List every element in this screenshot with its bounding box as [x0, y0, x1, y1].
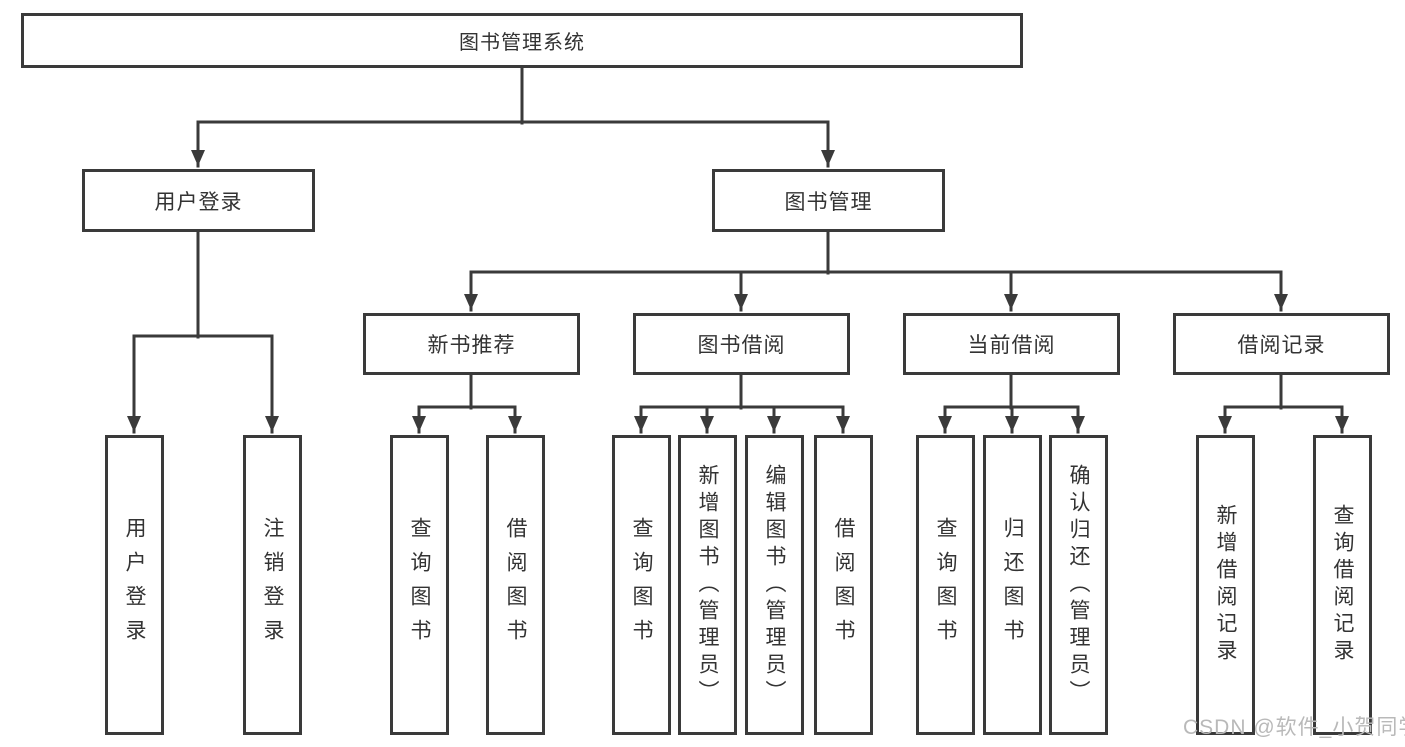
- leaf-borrow-add-books-admin: 新增图书（管理员）: [678, 435, 737, 735]
- leaf-user-login: 用户登录: [105, 435, 164, 735]
- node-new-book-recommend: 新书推荐: [363, 313, 580, 375]
- node-book-management: 图书管理: [712, 169, 945, 232]
- leaf-logout: 注销登录: [243, 435, 302, 735]
- leaf-current-query-books: 查询图书: [916, 435, 975, 735]
- node-user-login: 用户登录: [82, 169, 315, 232]
- leaf-recommend-query-books: 查询图书: [390, 435, 449, 735]
- leaf-borrow-borrow-books: 借阅图书: [814, 435, 873, 735]
- connector-borrow-records-branch: [1218, 373, 1349, 434]
- leaf-borrow-edit-books-admin: 编辑图书（管理员）: [745, 435, 804, 735]
- connector-current-borrow-branch: [938, 373, 1085, 434]
- node-current-borrow: 当前借阅: [903, 313, 1120, 375]
- connector-user-login-branch: [127, 230, 279, 434]
- leaf-current-confirm-return-admin: 确认归还（管理员）: [1049, 435, 1108, 735]
- leaf-records-add-record: 新增借阅记录: [1196, 435, 1255, 735]
- connector-book-management-branch: [464, 230, 1288, 312]
- leaf-borrow-query-books: 查询图书: [612, 435, 671, 735]
- leaf-current-return-books: 归还图书: [983, 435, 1042, 735]
- watermark-text: CSDN @软件_小贺同学: [1183, 716, 1405, 739]
- node-book-borrow: 图书借阅: [633, 313, 850, 375]
- connector-root-to-level2: [191, 66, 835, 168]
- connector-new-book-recommend-branch: [412, 373, 522, 434]
- leaf-recommend-borrow-books: 借阅图书: [486, 435, 545, 735]
- node-borrow-records: 借阅记录: [1173, 313, 1390, 375]
- leaf-records-query-record: 查询借阅记录: [1313, 435, 1372, 735]
- node-root-library-system: 图书管理系统: [21, 13, 1023, 68]
- connector-book-borrow-branch: [634, 373, 850, 434]
